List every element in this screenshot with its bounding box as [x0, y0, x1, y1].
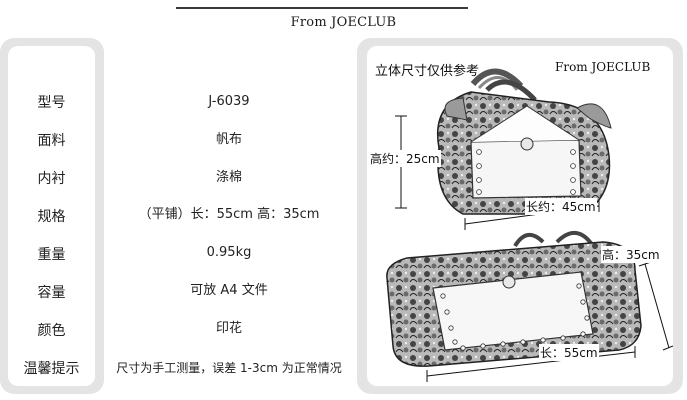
- height-3d-label: 高约：25cm: [369, 150, 441, 167]
- spec-value-lining: 涤棉: [215, 170, 242, 185]
- spec-label-model: 型号: [37, 95, 66, 111]
- header-rule: [176, 7, 468, 9]
- height-flat-label: 高：35cm: [601, 246, 661, 263]
- length-3d-label: 长约：45cm: [525, 198, 597, 215]
- length-flat-label: 长：55cm: [539, 344, 599, 361]
- reference-title: 立体尺寸仅供参考: [375, 64, 480, 79]
- spec-value-color: 印花: [215, 321, 242, 336]
- spec-value-fabric: 帆布: [215, 132, 242, 147]
- spec-label-fabric: 面料: [37, 133, 66, 149]
- spec-label-weight: 重量: [37, 247, 66, 263]
- bag-flat: [386, 231, 642, 367]
- header-brand: From JOECLUB: [290, 15, 397, 30]
- spec-value-weight: 0.95kg: [206, 245, 252, 260]
- spec-value-tip: 尺寸为手工测量，误差 1-3cm 为正常情况: [116, 361, 342, 375]
- bag-illustration: [386, 68, 673, 382]
- length-flat-marker: [426, 346, 636, 382]
- reference-brand: From JOECLUB: [555, 60, 651, 74]
- spec-label-size: 规格: [37, 209, 66, 225]
- spec-label-lining: 内衬: [37, 171, 66, 187]
- spec-value-capacity: 可放 A4 文件: [190, 283, 268, 298]
- height-flat-marker: [638, 261, 673, 351]
- spec-label-color: 颜色: [37, 323, 66, 339]
- bag-3d: [437, 68, 612, 215]
- spec-value-model: J-6039: [208, 94, 250, 109]
- spec-label-capacity: 容量: [37, 285, 66, 301]
- spec-label-tip: 温馨提示: [23, 361, 80, 377]
- spec-value-size: （平铺）长：55cm 高：35cm: [138, 207, 320, 222]
- spec-label-column: [8, 46, 95, 386]
- reference-panel: 立体尺寸仅供参考 From JOECLUB 高约：25cm 长约：45cm 高：…: [367, 46, 673, 386]
